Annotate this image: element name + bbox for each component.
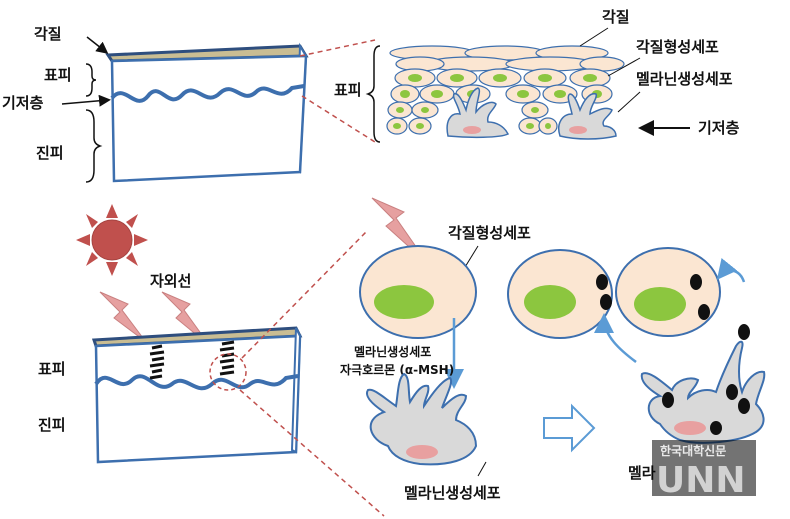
brace-epidermis-tr — [365, 45, 381, 143]
label-melanocyte-tr: 멜라닌생성세포 — [636, 70, 733, 88]
label-stratum-corneum-tl: 각질 — [34, 25, 62, 43]
brace-dermis-tl — [85, 109, 103, 183]
zoom-line-bottom-2 — [239, 389, 385, 517]
label-epidermis-bl: 표피 — [38, 360, 66, 378]
zoom-line-top-2 — [301, 95, 376, 143]
label-basal-layer-tl: 기저층 — [2, 94, 44, 112]
label-dermis-bl: 진피 — [38, 416, 66, 434]
label-keratinocyte-br: 각질형성세포 — [448, 224, 531, 242]
skin-block-top — [105, 42, 309, 183]
label-uv: 자외선 — [150, 272, 191, 290]
arrow-melanin-transfer-2 — [594, 313, 637, 363]
watermark-line2: UNN — [656, 460, 746, 501]
unn-watermark: 한국대학신문 UNN — [652, 440, 756, 501]
watermark-line1: 한국대학신문 — [660, 443, 726, 458]
label-epidermis-tr: 표피 — [334, 81, 362, 99]
leader-stratum-corneum-tr — [579, 27, 609, 47]
label-msh-line1: 멜라닌생성세포 — [354, 344, 431, 359]
arrow-basal-layer-tl — [61, 94, 111, 107]
leader-melanocyte-tr — [617, 91, 641, 113]
label-basal-layer-tr: 기저층 — [698, 119, 740, 137]
brace-epidermis-tl — [85, 63, 97, 97]
zoom-line-bottom-1 — [241, 231, 367, 359]
leader-melanocyte-br — [477, 461, 487, 477]
label-melanocyte-cut: 멜라 — [628, 464, 656, 482]
label-epidermis-tl: 표피 — [44, 66, 72, 84]
arrow-stratum-corneum-tl — [86, 36, 109, 54]
label-msh-line2: 자극호르몬 (α-MSH) — [340, 362, 454, 377]
sun-icon — [76, 204, 148, 276]
label-stratum-corneum-tr: 각질 — [602, 8, 630, 26]
epidermis-cells — [386, 45, 625, 140]
melanocyte-cell-left — [366, 372, 478, 466]
label-melanocyte-br: 멜라닌생성세포 — [404, 484, 501, 502]
skin-block-bottom — [91, 326, 303, 464]
process-arrow-icon — [543, 403, 596, 453]
leader-keratinocyte-tr — [607, 57, 641, 77]
zoom-line-top-1 — [299, 39, 376, 57]
melanocyte-cell-right — [640, 324, 766, 444]
keratinocyte-cell-left — [359, 245, 477, 339]
keratinocyte-cells-right — [507, 247, 721, 339]
label-dermis-tl: 진피 — [36, 144, 64, 162]
label-keratinocyte-tr: 각질형성세포 — [636, 38, 719, 56]
arrow-melanin-transfer-1 — [716, 258, 746, 283]
